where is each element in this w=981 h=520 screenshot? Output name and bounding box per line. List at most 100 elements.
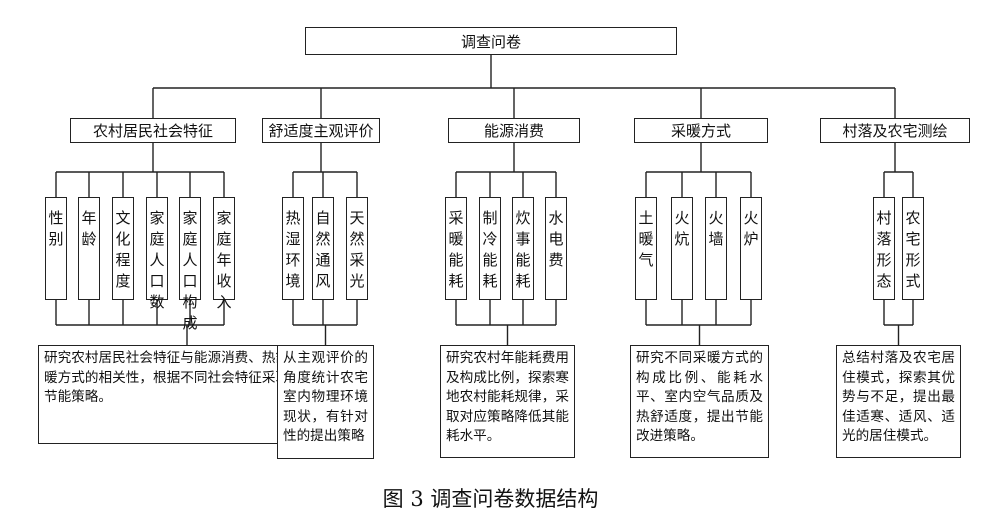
item-char: 家 [216,209,232,227]
item-node: 土暖气 [635,197,657,300]
item-char: 光 [349,272,365,290]
item-char: 然 [349,230,365,248]
item-char: 气 [638,251,654,269]
item-char: 度 [115,272,131,290]
item-char: 炊 [515,209,531,227]
category-node: 村落及农宅测绘 [820,118,970,143]
item-char: 土 [638,209,654,227]
item-char: 性 [48,209,64,227]
item-char: 环 [285,251,301,269]
item-char: 构 [182,293,198,311]
item-char: 家 [182,209,198,227]
item-char: 庭 [182,230,198,248]
item-node: 年龄 [78,197,100,300]
item-char: 别 [48,230,64,248]
item-node: 热湿环境 [282,197,304,300]
item-char: 事 [515,230,531,248]
item-char: 火 [674,209,690,227]
item-char: 制 [482,209,498,227]
description-box: 总结村落及农宅居住模式，探索其优势与不足，提出最佳适寒、适风、适光的居住模式。 [836,345,961,458]
item-char: 耗 [482,272,498,290]
item-char: 耗 [515,272,531,290]
item-char: 能 [482,251,498,269]
item-node: 采暖能耗 [445,197,467,300]
item-node: 火炕 [671,197,693,300]
item-char: 数 [149,293,165,311]
item-char: 成 [182,314,198,332]
item-char: 炉 [743,230,759,248]
item-char: 热 [285,209,301,227]
item-char: 冷 [482,230,498,248]
item-char: 口 [149,272,165,290]
category-node: 舒适度主观评价 [262,118,380,143]
item-char: 收 [216,272,232,290]
item-node: 天然采光 [346,197,368,300]
item-char: 庭 [149,230,165,248]
item-char: 口 [182,272,198,290]
item-node: 火墙 [705,197,727,300]
item-char: 自 [315,209,331,227]
category-node: 能源消费 [448,118,580,143]
item-node: 农宅形式 [902,197,924,300]
description-box: 研究不同采暖方式的构成比例、能耗水平、室内空气品质及热舒适度，提出节能改进策略。 [630,345,769,458]
item-char: 暖 [448,230,464,248]
item-node: 村落形态 [873,197,895,300]
item-char: 水 [548,209,564,227]
item-node: 自然通风 [312,197,334,300]
item-node: 家庭人口数 [146,197,168,311]
item-char: 人 [182,251,198,269]
item-char: 家 [149,209,165,227]
item-char: 境 [285,272,301,290]
description-box: 研究农村年能耗费用及构成比例，探索寒地农村能耗规律，采取对应策略降低其能耗水平。 [440,345,575,458]
item-char: 化 [115,230,131,248]
item-char: 墙 [708,230,724,248]
item-char: 程 [115,251,131,269]
item-node: 家庭年收入 [213,197,235,311]
item-char: 形 [876,251,892,269]
item-char: 人 [149,251,165,269]
item-char: 年 [81,209,97,227]
item-char: 入 [216,293,232,311]
item-char: 态 [876,272,892,290]
item-char: 村 [876,209,892,227]
item-char: 炕 [674,230,690,248]
figure-caption: 图 3 调查问卷数据结构 [382,487,599,511]
item-char: 湿 [285,230,301,248]
item-char: 庭 [216,230,232,248]
item-char: 宅 [905,230,921,248]
item-node: 文化程度 [112,197,134,300]
item-char: 火 [743,209,759,227]
item-char: 落 [876,230,892,248]
item-char: 能 [515,251,531,269]
item-node: 火炉 [740,197,762,300]
item-char: 年 [216,251,232,269]
item-char: 然 [315,230,331,248]
item-char: 暖 [638,230,654,248]
item-char: 采 [448,209,464,227]
item-char: 电 [548,230,564,248]
root-node: 调查问卷 [305,27,677,55]
category-node: 农村居民社会特征 [70,118,236,143]
item-char: 费 [548,251,564,269]
item-char: 农 [905,209,921,227]
item-node: 炊事能耗 [512,197,534,300]
item-char: 形 [905,251,921,269]
item-node: 性别 [45,197,67,300]
item-char: 通 [315,251,331,269]
item-char: 风 [315,272,331,290]
item-node: 家庭人口构成 [179,197,201,332]
description-box: 从主观评价的角度统计农宅室内物理环境现状，有针对性的提出策略 [277,345,374,459]
item-char: 耗 [448,272,464,290]
item-node: 制冷能耗 [479,197,501,300]
item-char: 文 [115,209,131,227]
item-char: 能 [448,251,464,269]
item-char: 火 [708,209,724,227]
item-char: 天 [349,209,365,227]
category-node: 采暖方式 [634,118,768,143]
item-char: 采 [349,251,365,269]
item-char: 龄 [81,230,97,248]
item-char: 式 [905,272,921,290]
item-node: 水电费 [545,197,567,300]
